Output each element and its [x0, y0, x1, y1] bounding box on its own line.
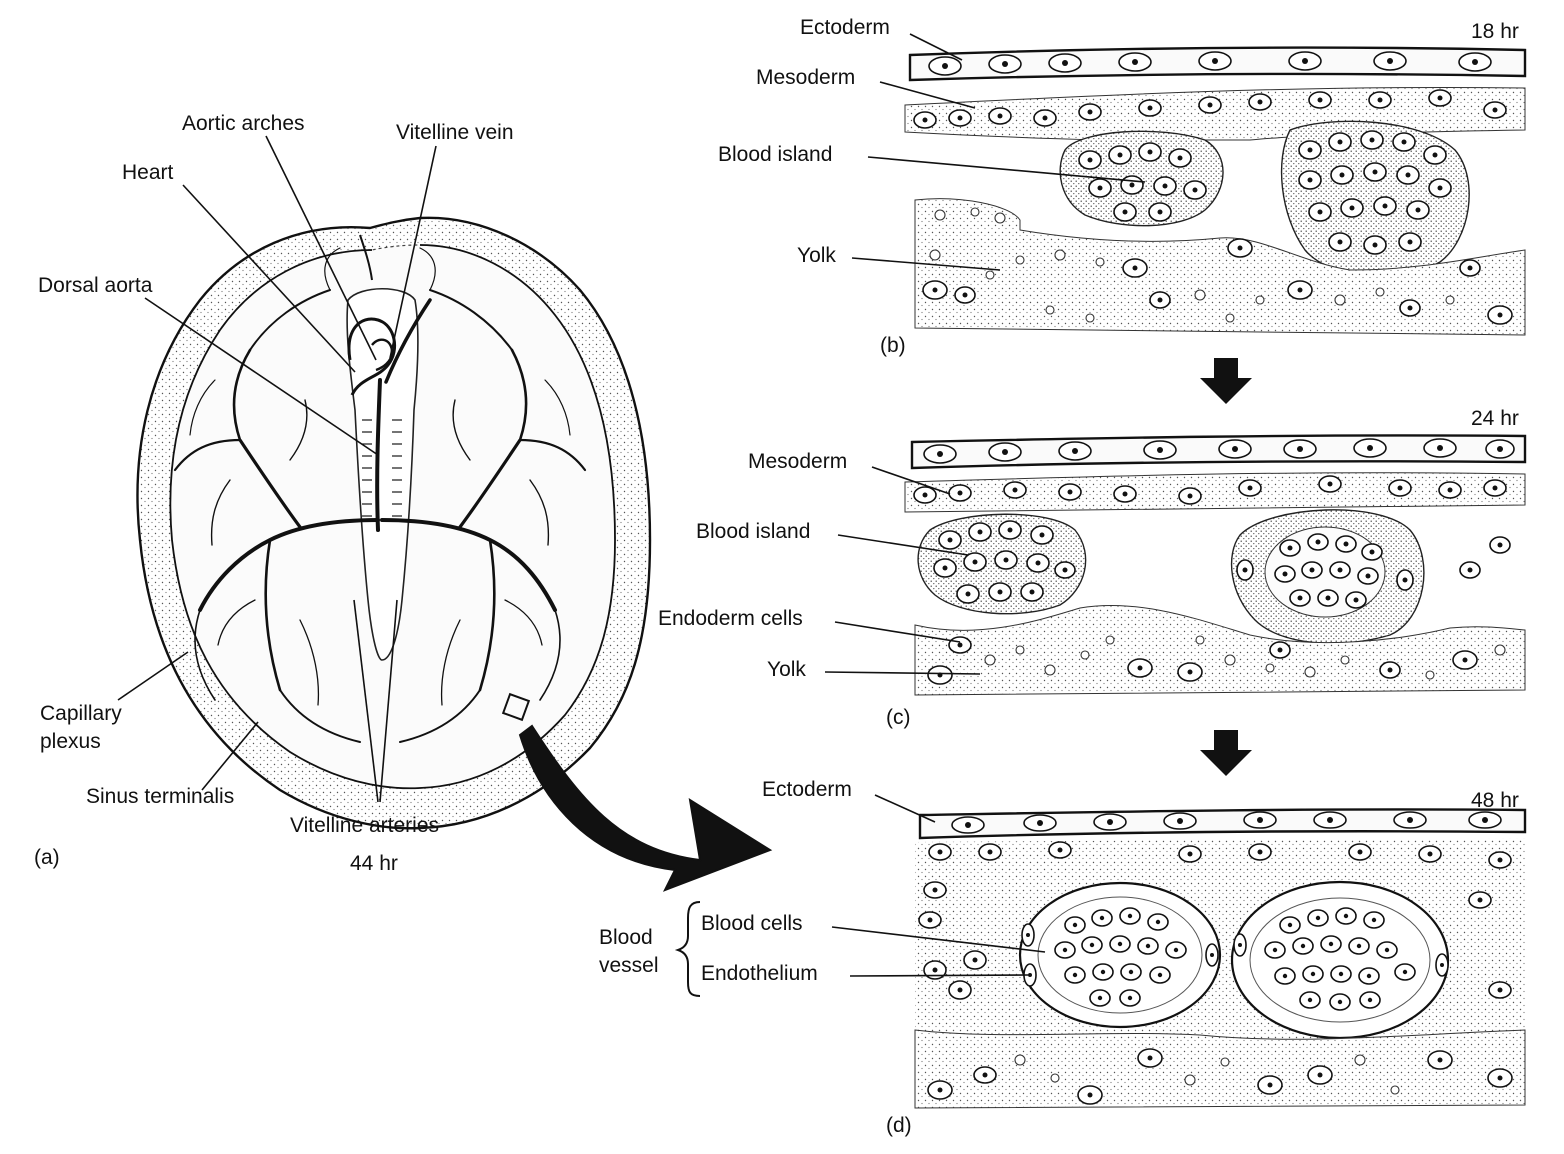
arrow-c-to-d	[1200, 730, 1252, 776]
b-ectoderm-cells	[928, 51, 1492, 76]
arrow-b-to-c	[1200, 358, 1252, 404]
d-blood-cells	[1054, 907, 1416, 1011]
label-vitelline-vein: Vitelline vein	[396, 121, 514, 144]
sample-region-box	[501, 692, 531, 722]
label-vitelline-arteries: Vitelline arteries	[290, 814, 439, 837]
b-mesoderm-cells	[913, 89, 1507, 129]
heart-loop	[347, 317, 397, 396]
b-label-yolk: Yolk	[797, 244, 836, 267]
anterior-notch	[359, 234, 373, 281]
somites	[362, 419, 402, 517]
c-mesoderm	[904, 472, 1526, 513]
c-ectoderm-cells	[923, 438, 1515, 464]
stage-label-48hr: 48 hr	[1471, 789, 1519, 812]
panel-b-section: Ectoderm Mesoderm Blood island Yolk 18 h…	[718, 16, 1527, 357]
c-label-blood-island: Blood island	[696, 520, 810, 543]
panel-label-b: (b)	[880, 334, 906, 357]
d-yolk	[914, 1029, 1526, 1109]
panel-c-section: Mesoderm Blood island Endoderm cells Yol…	[658, 407, 1527, 729]
stage-label-18hr: 18 hr	[1471, 20, 1519, 43]
d-label-blood-cells: Blood cells	[701, 912, 803, 935]
d-label-ectoderm: Ectoderm	[762, 778, 852, 801]
b-yolk-granules	[922, 207, 1513, 325]
c-mesoderm-cells	[913, 475, 1507, 505]
d-label-vessel: vessel	[599, 954, 659, 977]
c-label-yolk: Yolk	[767, 658, 806, 681]
b-yolk	[914, 198, 1526, 336]
label-capillary: Capillary	[40, 702, 122, 725]
big-curved-arrow	[518, 724, 773, 892]
panel-label-c: (c)	[886, 706, 911, 729]
c-label-mesoderm: Mesoderm	[748, 450, 847, 473]
panel-a-leaders	[117, 135, 437, 803]
b-label-ectoderm: Ectoderm	[800, 16, 890, 39]
b-blood-island-cells	[1078, 130, 1452, 255]
panel-d-section: Ectoderm Blood vessel Blood cells Endoth…	[599, 778, 1527, 1137]
d-label-endothelium: Endothelium	[701, 962, 818, 985]
c-yolk-granules	[927, 635, 1506, 685]
panel-a-embryo: Aortic arches Vitelline vein Heart Dorsa…	[34, 112, 773, 892]
sinus-terminalis-vessel	[169, 244, 616, 790]
b-label-mesoderm: Mesoderm	[756, 66, 855, 89]
vitelline-vessels	[173, 247, 587, 743]
d-yolk-granules	[927, 1048, 1513, 1105]
panel-label-d: (d)	[886, 1114, 912, 1137]
d-ectoderm	[918, 808, 1527, 840]
d-endothelial-cells	[1021, 923, 1449, 987]
panel-b-leaders	[851, 33, 1146, 271]
panel-c-leaders	[824, 466, 981, 675]
panel-d-leaders	[831, 794, 1046, 977]
stage-label-24hr: 24 hr	[1471, 407, 1519, 430]
label-sinus-terminalis: Sinus terminalis	[86, 785, 234, 808]
panel-label-a: (a)	[34, 846, 60, 869]
blood-vessel-brace	[674, 901, 701, 997]
stage-label-44hr: 44 hr	[350, 852, 398, 875]
label-heart: Heart	[122, 161, 174, 184]
b-blood-island-2	[1280, 120, 1470, 277]
label-dorsal-aorta: Dorsal aorta	[38, 274, 153, 297]
c-blood-island-cells	[933, 520, 1511, 609]
d-label-blood: Blood	[599, 926, 653, 949]
d-ectoderm-cells	[951, 811, 1502, 834]
c-label-endoderm-cells: Endoderm cells	[658, 607, 803, 630]
c-yolk	[914, 605, 1526, 696]
label-plexus: plexus	[40, 730, 101, 753]
d-tissue-cells	[918, 841, 1512, 1000]
b-label-blood-island: Blood island	[718, 143, 832, 166]
label-aortic-arches: Aortic arches	[182, 112, 305, 135]
